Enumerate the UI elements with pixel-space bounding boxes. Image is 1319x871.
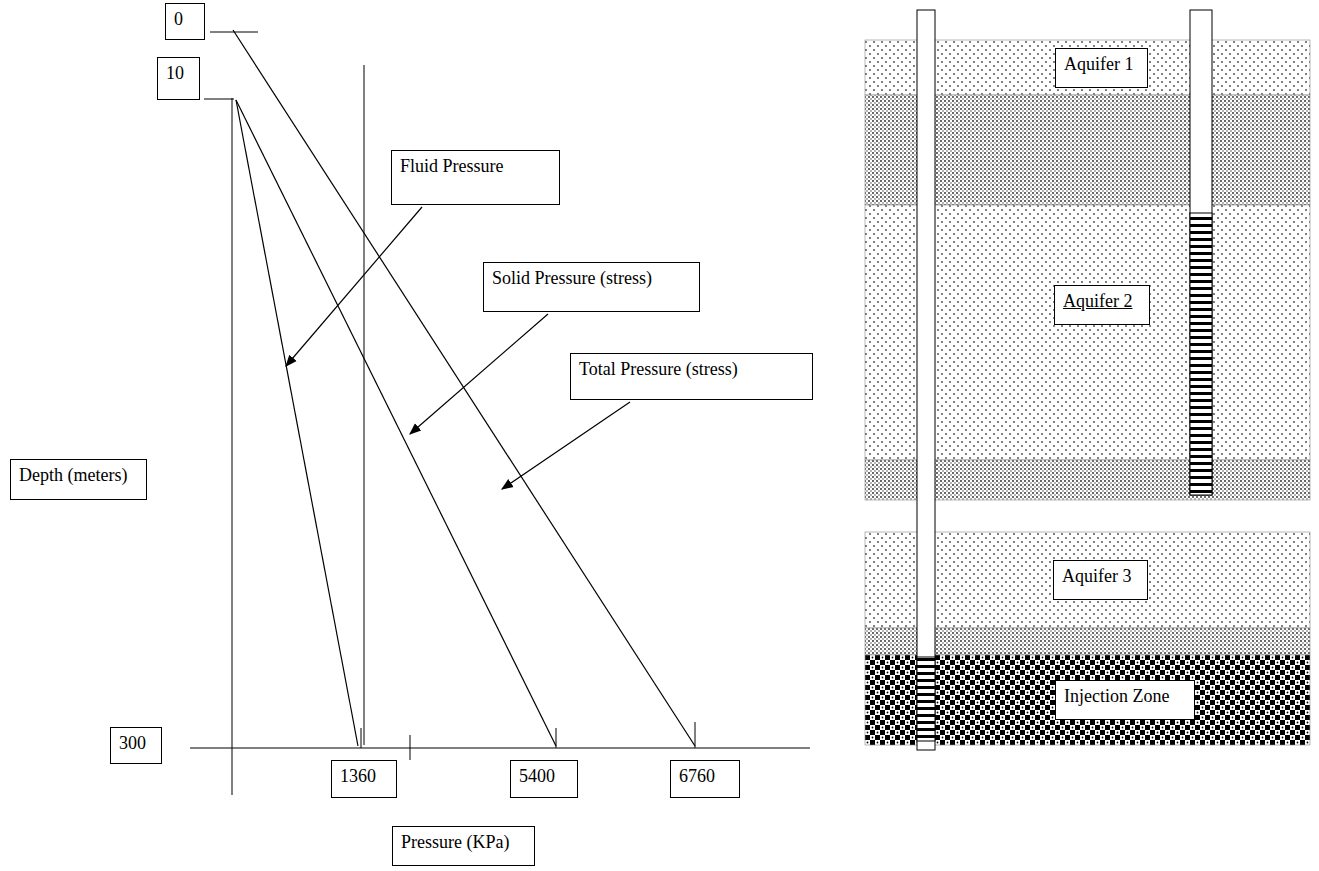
- layer-label: Aquifer 2: [1054, 285, 1150, 325]
- label-text: Aquifer 1: [1064, 54, 1139, 76]
- label-text: Aquifer 2: [1063, 291, 1141, 313]
- pressure-tick: [695, 722, 696, 748]
- label-text: 1360: [340, 766, 388, 788]
- injection-layer: [865, 655, 1310, 745]
- axis-value-box: 5400: [510, 760, 578, 798]
- axis-value-box: 0: [165, 3, 205, 40]
- axis-value-box: 6760: [670, 760, 740, 798]
- layer-label: Injection Zone: [1055, 680, 1195, 720]
- callout-box: Solid Pressure (stress): [483, 262, 700, 312]
- label-text: 6760: [679, 766, 731, 788]
- label-text: Depth (meters): [19, 465, 138, 487]
- callout-arrow: [502, 402, 630, 489]
- callout-arrow: [286, 207, 422, 366]
- label-text: Pressure (KPa): [401, 832, 526, 854]
- axis-value-box: 10: [157, 57, 200, 100]
- pressure-tick: [361, 728, 362, 748]
- label-text: 10: [166, 63, 191, 85]
- label-text: Fluid Pressure: [400, 156, 551, 178]
- pressure-tick: [410, 735, 411, 760]
- label-text: Total Pressure (stress): [579, 359, 804, 381]
- axis-title-box: Depth (meters): [10, 459, 147, 500]
- label-text: 0: [174, 9, 196, 31]
- callout-box: Fluid Pressure: [391, 150, 560, 205]
- label-text: 300: [119, 733, 153, 755]
- monitoring-well: [1190, 10, 1212, 495]
- label-text: Solid Pressure (stress): [492, 268, 691, 290]
- well-screen: [917, 657, 935, 741]
- fluid-pressure-line: [236, 100, 358, 746]
- reference-line: [364, 65, 365, 745]
- well-screen: [1190, 213, 1212, 495]
- depth-tick: [204, 99, 234, 100]
- pressure-axis: [190, 748, 810, 749]
- layer-label: Aquifer 3: [1053, 560, 1148, 600]
- layer-label: Aquifer 1: [1055, 48, 1148, 88]
- depth-axis: [232, 98, 233, 795]
- axis-value-box: 300: [110, 727, 162, 764]
- label-text: Aquifer 3: [1062, 566, 1139, 588]
- injection-well: [917, 10, 935, 750]
- callout-box: Total Pressure (stress): [570, 353, 813, 400]
- axis-title-box: Pressure (KPa): [392, 826, 535, 866]
- axis-value-box: 1360: [331, 760, 397, 798]
- label-text: Injection Zone: [1064, 686, 1186, 708]
- label-text: 5400: [519, 766, 569, 788]
- callout-arrow: [410, 314, 548, 434]
